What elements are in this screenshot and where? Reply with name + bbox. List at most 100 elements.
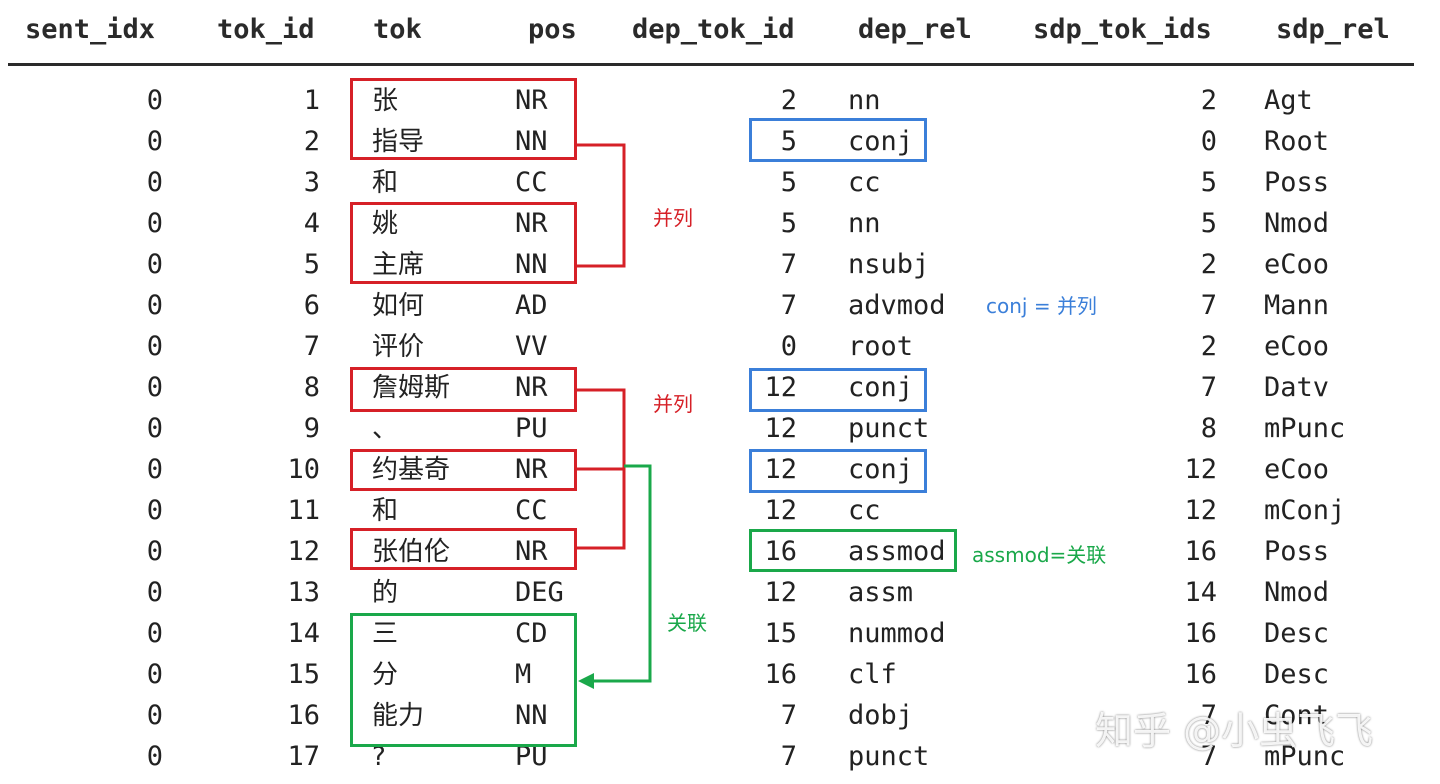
cell-pos: NR [515,208,548,239]
cell-dep-tok-id: 5 [780,167,797,198]
cell-dep-rel: punct [848,413,930,444]
parallel-box-zhanmusi [350,367,577,412]
cell-tok: 姚 [372,209,399,239]
cell-sdp-rel: mConj [1264,495,1346,526]
header-pos: pos [528,14,577,45]
cell-dep-rel: conj [848,454,914,485]
cell-sent-idx: 0 [146,290,163,321]
cell-tok: ? [372,742,386,772]
cell-dep-rel: punct [848,741,930,772]
cell-tok-id: 10 [287,454,320,485]
cell-sent-idx: 0 [146,659,163,690]
related-box-ability [350,613,577,747]
cell-sdp-rel: eCoo [1264,454,1330,485]
cell-tok-id: 2 [303,126,320,157]
related-connector [592,464,652,683]
cell-pos: NR [515,85,548,116]
cell-sdp-tok-ids: 16 [1184,618,1217,649]
assmod-note: assmod=关联 [972,543,1107,567]
cell-dep-rel: clf [848,659,897,690]
cell-sdp-rel: Mann [1264,290,1330,321]
cell-tok: 分 [372,660,399,690]
cell-sent-idx: 0 [146,167,163,198]
cell-sent-idx: 0 [146,454,163,485]
cell-dep-rel: cc [848,495,881,526]
cell-sdp-rel: mPunc [1264,413,1346,444]
cell-tok-id: 15 [287,659,320,690]
cell-dep-tok-id: 0 [780,331,797,362]
cell-tok-id: 11 [287,495,320,526]
header-dep-tok-id: dep_tok_id [632,14,795,45]
cell-pos: AD [515,290,548,321]
cell-sdp-rel: eCoo [1264,249,1330,280]
header-tok: tok [373,14,422,45]
cell-dep-tok-id: 12 [764,372,797,403]
parallel-label-1: 并列 [653,206,693,230]
cell-pos: CC [515,495,548,526]
cell-pos: CD [515,618,548,649]
cell-dep-rel: nn [848,208,881,239]
cell-tok-id: 14 [287,618,320,649]
cell-sent-idx: 0 [146,536,163,567]
cell-sdp-tok-ids: 12 [1184,495,1217,526]
cell-dep-tok-id: 12 [764,454,797,485]
cell-dep-rel: advmod [848,290,946,321]
cell-tok-id: 6 [303,290,320,321]
cell-tok-id: 16 [287,700,320,731]
parallel-box-zhidao [350,78,577,160]
cell-sdp-rel: Nmod [1264,577,1330,608]
parallel-label-2: 并列 [653,392,693,416]
cell-tok-id: 8 [303,372,320,403]
cell-dep-rel: dobj [848,700,914,731]
cell-sent-idx: 0 [146,85,163,116]
cell-pos: NR [515,536,548,567]
assmod-box [749,529,957,572]
cell-tok-id: 17 [287,741,320,772]
cell-dep-tok-id: 7 [780,290,797,321]
cell-pos: NR [515,454,548,485]
cell-dep-rel: root [848,331,914,362]
cell-tok: 的 [372,578,399,608]
cell-tok: 能力 [372,701,425,731]
cell-tok: 如何 [372,291,425,321]
cell-dep-rel: assmod [848,536,946,567]
cell-sent-idx: 0 [146,331,163,362]
cell-dep-tok-id: 16 [764,536,797,567]
cell-dep-rel: cc [848,167,881,198]
cell-sdp-tok-ids: 2 [1200,85,1217,116]
cell-dep-rel: assm [848,577,914,608]
cell-tok-id: 1 [303,85,320,116]
cell-sdp-tok-ids: 7 [1200,372,1217,403]
cell-sdp-rel: Desc [1264,659,1330,690]
related-arrow-head [578,673,594,689]
cell-dep-rel: nn [848,85,881,116]
header-sdp-tok-ids: sdp_tok_ids [1033,14,1212,45]
cell-sdp-rel: Root [1264,126,1330,157]
conj-note: conj = 并列 [986,294,1097,318]
cell-sdp-tok-ids: 16 [1184,659,1217,690]
cell-tok: 和 [372,496,399,526]
cell-tok-id: 13 [287,577,320,608]
cell-sent-idx: 0 [146,126,163,157]
cell-sent-idx: 0 [146,372,163,403]
cell-dep-rel: conj [848,372,914,403]
cell-sent-idx: 0 [146,741,163,772]
cell-dep-tok-id: 12 [764,495,797,526]
cell-tok-id: 3 [303,167,320,198]
cell-tok: 指导 [372,127,425,157]
cell-tok: 评价 [372,332,425,362]
cell-sdp-rel: eCoo [1264,331,1330,362]
cell-tok: 詹姆斯 [372,373,451,403]
header-sdp-rel: sdp_rel [1276,14,1390,45]
cell-sdp-rel: mPunc [1264,741,1346,772]
cell-sdp-rel: Poss [1264,536,1330,567]
header-sent-idx: sent_idx [25,14,156,45]
cell-sdp-tok-ids: 12 [1184,454,1217,485]
cell-tok: 、 [372,414,399,444]
cell-dep-rel: nsubj [848,249,930,280]
cell-pos: NN [515,700,548,731]
cell-pos: DEG [515,577,564,608]
cell-tok: 主席 [372,250,425,280]
cell-pos: M [515,659,532,690]
cell-sent-idx: 0 [146,249,163,280]
